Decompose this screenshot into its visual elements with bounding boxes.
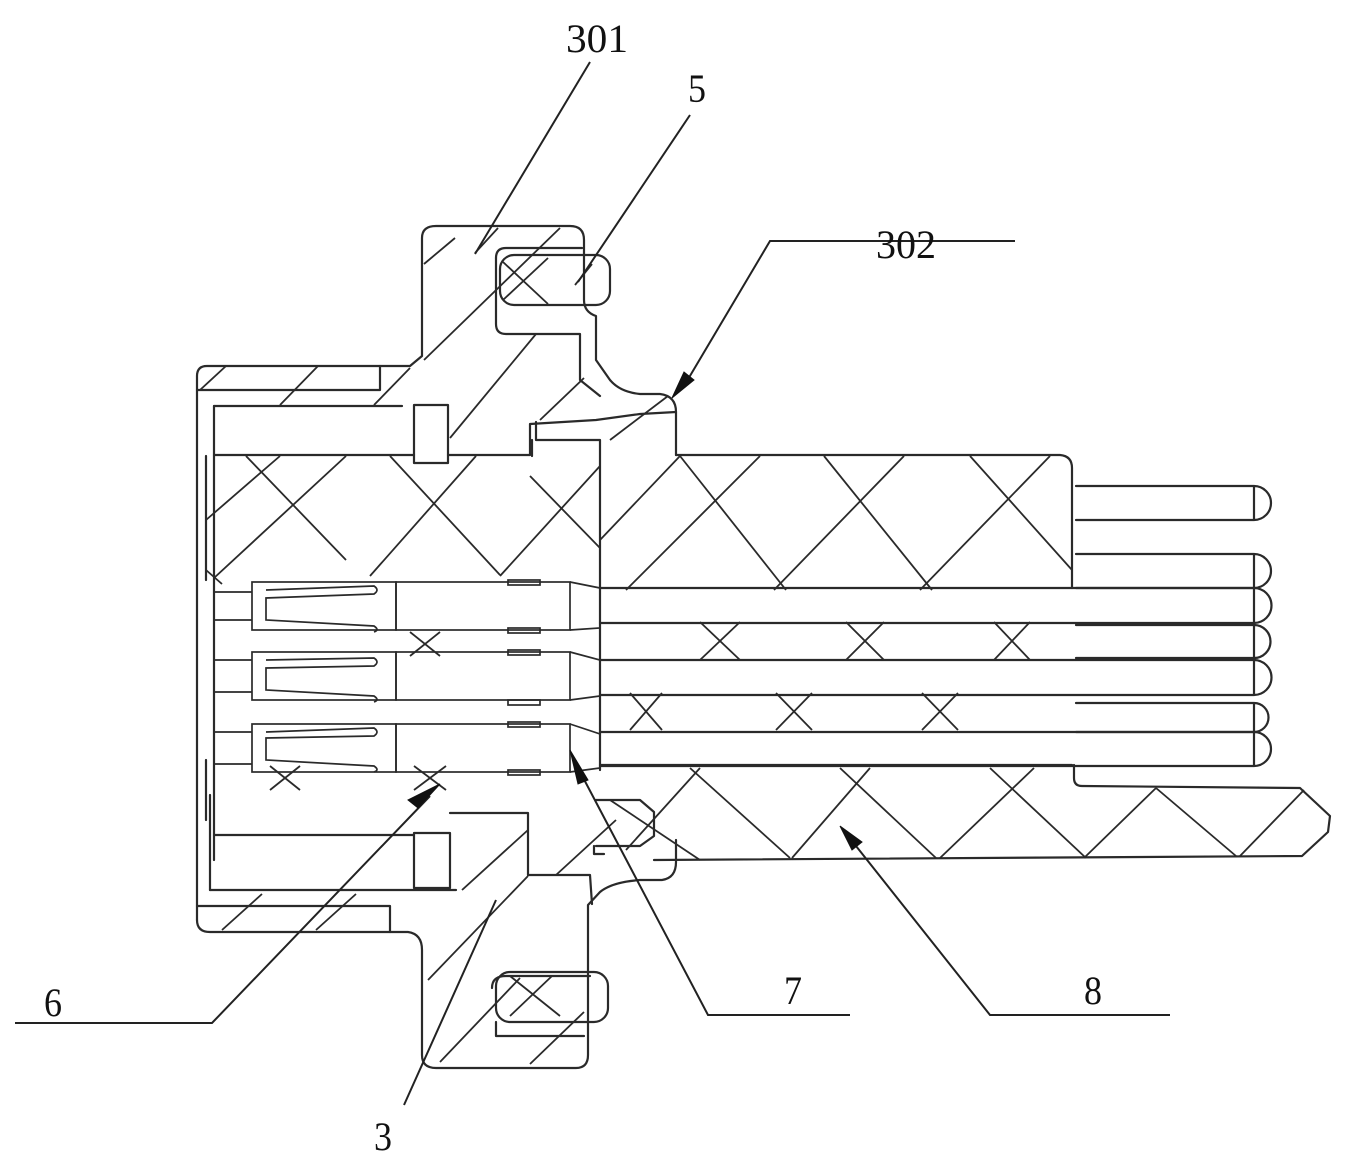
pin-3 (598, 586, 1273, 625)
label-301: 301 (566, 16, 628, 61)
insert-body (204, 453, 1332, 862)
label-3: 3 (374, 1114, 392, 1159)
arrow-8 (839, 825, 863, 851)
arrow-302 (671, 371, 695, 399)
socket-1 (251, 579, 601, 634)
leader-8 (855, 845, 1170, 1016)
pin-4 (1074, 623, 1272, 660)
terminal-sockets (214, 579, 601, 776)
pin-1 (1074, 484, 1273, 522)
leaders (15, 61, 1170, 1106)
leader-5 (577, 114, 691, 283)
label-7: 7 (784, 968, 802, 1013)
socket-3 (251, 721, 601, 776)
leader-7 (577, 767, 850, 1016)
pins (598, 484, 1273, 768)
pin-6 (1074, 701, 1270, 734)
label-302: 302 (876, 222, 936, 267)
label-8: 8 (1084, 968, 1102, 1013)
leader-3 (403, 899, 497, 1106)
housing-upper (195, 224, 678, 922)
arrow-6 (407, 783, 441, 809)
label-6: 6 (44, 980, 62, 1025)
leader-6 (15, 795, 431, 1024)
pin-7 (598, 730, 1273, 768)
leader-302 (683, 240, 1015, 387)
housing-lower (195, 793, 678, 1070)
reference-labels: 301 5 302 6 7 8 3 (44, 16, 1102, 1159)
leader-301 (474, 61, 591, 255)
label-5: 5 (688, 66, 706, 111)
socket-2 (251, 649, 601, 706)
arrow-7 (569, 749, 589, 785)
pin-5 (598, 658, 1273, 697)
pin-2 (1074, 552, 1273, 590)
